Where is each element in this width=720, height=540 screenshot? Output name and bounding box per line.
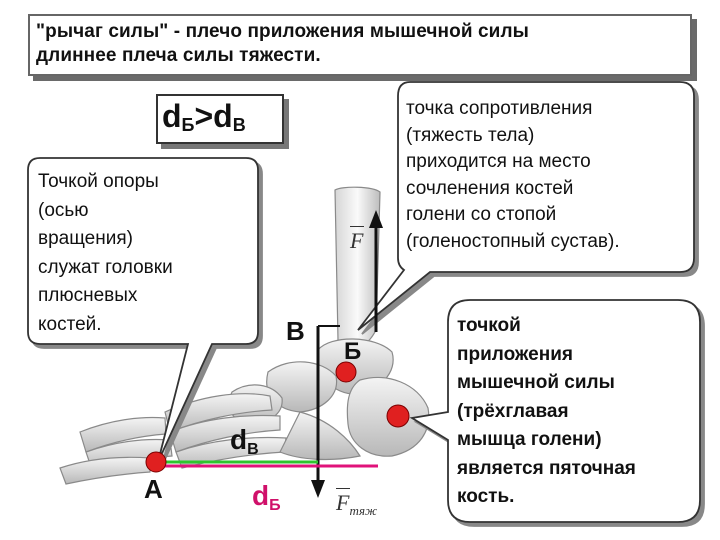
support-line-1: Точкой опоры: [38, 171, 159, 192]
arm-db-label: dБ: [252, 480, 281, 515]
gravity-force-f: F: [336, 490, 350, 515]
point-a-label: А: [144, 474, 163, 504]
support-line-3: вращения): [38, 228, 133, 249]
formula-d2: d: [213, 98, 233, 134]
callout-support: [27, 157, 259, 463]
gravity-force-sub: тяж: [349, 503, 378, 518]
point-heel-dot: [386, 404, 410, 428]
callout-resistance: [357, 81, 695, 331]
title-line-2: длиннее плеча силы тяжести.: [36, 45, 321, 66]
callout-muscle-text: точкой приложения мышечной силы (трёхгла…: [457, 312, 636, 512]
point-a-dot: [145, 451, 167, 473]
formula-sub-v: В: [232, 115, 246, 135]
muscle-line-1: точкой: [457, 315, 521, 336]
formula-gt: >: [194, 98, 214, 134]
gravity-force-label: Fтяж: [336, 490, 377, 519]
point-v-label: В: [286, 316, 305, 346]
support-line-2: (осью: [38, 199, 89, 221]
formula-sub-b: Б: [181, 115, 195, 135]
gravity-force-vector-bar: [336, 488, 350, 489]
arm-dv-sub: В: [247, 441, 259, 458]
resistance-line-5: голени со стопой: [406, 204, 557, 225]
resistance-line-1: точка сопротивления: [406, 98, 593, 119]
resistance-line-6: (голеностопный сустав).: [406, 230, 620, 252]
formula-d1: d: [162, 98, 182, 134]
muscle-line-5: мышца голени): [457, 429, 602, 450]
muscle-line-6: является пяточная: [457, 457, 636, 479]
muscle-line-3: мышечной силы: [457, 372, 615, 393]
muscle-force-label: F: [350, 228, 364, 253]
point-b-dot: [335, 361, 357, 383]
formula-box: [156, 94, 284, 144]
support-line-6: костей.: [38, 313, 102, 335]
resistance-line-4: сочленения костей: [406, 177, 574, 199]
resistance-line-3: приходится на место: [406, 151, 591, 172]
callout-support-text: Точкой опоры (осью вращения) служат голо…: [38, 168, 173, 339]
title-line-1: "рычаг силы" - плечо приложения мышечной…: [36, 21, 529, 42]
point-b-label: Б: [344, 338, 362, 365]
muscle-line-2: приложения: [457, 343, 573, 365]
callout-muscle: [409, 299, 701, 523]
muscle-force-arrowhead: [369, 210, 383, 228]
arm-db-d: d: [252, 480, 270, 511]
arm-dv-d: d: [230, 424, 248, 455]
support-line-5: плюсневых: [38, 285, 138, 306]
arm-db-sub: Б: [269, 497, 281, 514]
title-text: "рычаг силы" - плечо приложения мышечной…: [36, 20, 686, 68]
support-line-4: служат головки: [38, 256, 173, 278]
formula-text: dБ>dВ: [162, 98, 246, 136]
callout-resistance-text: точка сопротивления (тяжесть тела) прихо…: [406, 96, 620, 255]
gravity-force-arrowhead: [311, 480, 325, 498]
arm-dv-label: dВ: [230, 424, 259, 459]
muscle-line-7: кость.: [457, 486, 515, 507]
resistance-line-2: (тяжесть тела): [406, 124, 535, 146]
title-box: [28, 14, 692, 76]
force-arrows: [311, 210, 383, 498]
muscle-line-4: (трёхглавая: [457, 400, 569, 422]
foot-skeleton: [59, 186, 430, 485]
muscle-force-vector-bar: [350, 226, 364, 227]
